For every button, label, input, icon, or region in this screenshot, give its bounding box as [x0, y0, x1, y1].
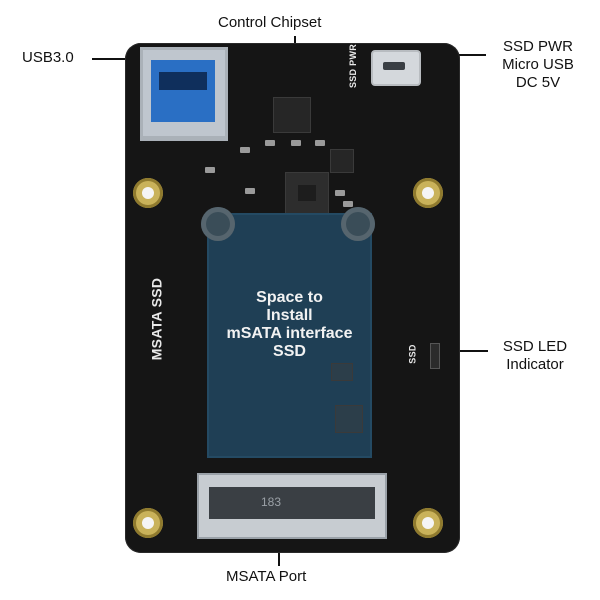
ssd-standoff-right	[341, 207, 375, 241]
usb-leader-line	[92, 58, 147, 60]
control-chipset-callout-label: Control Chipset	[218, 14, 322, 31]
pcb-ssd-led-label: SSD	[407, 344, 418, 364]
pcb-ssd-pwr-label: SSD PWR	[348, 43, 359, 89]
smd-pad	[205, 167, 215, 173]
install-text-line-4: SSD	[273, 343, 306, 360]
install-text-line-3: mSATA interface	[226, 325, 353, 342]
ssd-area-chip	[331, 363, 353, 381]
install-space-text: Space to Install mSATA interface SSD	[207, 289, 372, 361]
install-text-line-2: Install	[266, 307, 313, 324]
msata-port[interactable]: 183	[197, 473, 387, 539]
msata-port-slot: 183	[209, 487, 375, 519]
mounting-hole-bottom-right	[413, 508, 443, 538]
mounting-hole-top-left	[133, 178, 163, 208]
ssd-led-line-1: SSD LED	[502, 338, 568, 355]
chip-u1	[273, 97, 311, 133]
usb-callout-label: USB3.0	[22, 49, 74, 66]
ssd-area-inductor	[335, 405, 363, 433]
msata-port-code: 183	[261, 495, 282, 509]
chipset-die	[298, 185, 316, 201]
ssd-pwr-line-2: Micro USB	[502, 56, 574, 73]
pcb-msata-ssd-label: MSATA SSD	[148, 277, 165, 361]
ssd-standoff-left	[201, 207, 235, 241]
smd-pad	[315, 140, 325, 146]
inductor	[330, 149, 354, 173]
micro-usb-slot	[383, 62, 405, 70]
usb3-port-blue-tongue	[151, 60, 215, 122]
ssd-led-leader-line	[440, 350, 488, 352]
ssd-led-line-2: Indicator	[506, 356, 564, 373]
control-chipset	[285, 172, 329, 214]
msata-port-callout-label: MSATA Port	[226, 568, 307, 585]
usb3-port[interactable]	[140, 47, 228, 141]
install-text-line-1: Space to	[256, 289, 323, 306]
expansion-board: SSD PWR Space to Install mSATA interface…	[125, 43, 460, 553]
ssd-led-callout-label: SSD LED Indicator	[490, 338, 580, 374]
ssd-led-indicator	[430, 343, 440, 369]
smd-pad	[265, 140, 275, 146]
smd-pad	[245, 188, 255, 194]
smd-pad	[335, 190, 345, 196]
usb3-port-slot	[159, 72, 207, 90]
mounting-hole-top-right	[413, 178, 443, 208]
ssd-pwr-line-1: SSD PWR	[502, 38, 573, 55]
msata-ssd-install-area: Space to Install mSATA interface SSD	[201, 207, 375, 458]
ssd-pwr-line-3: DC 5V	[515, 74, 561, 91]
smd-pad	[240, 147, 250, 153]
mounting-hole-bottom-left	[133, 508, 163, 538]
smd-pad	[343, 201, 353, 207]
smd-pad	[291, 140, 301, 146]
micro-usb-power-port[interactable]	[371, 50, 421, 86]
ssd-pwr-callout-label: SSD PWR Micro USB DC 5V	[488, 38, 588, 92]
